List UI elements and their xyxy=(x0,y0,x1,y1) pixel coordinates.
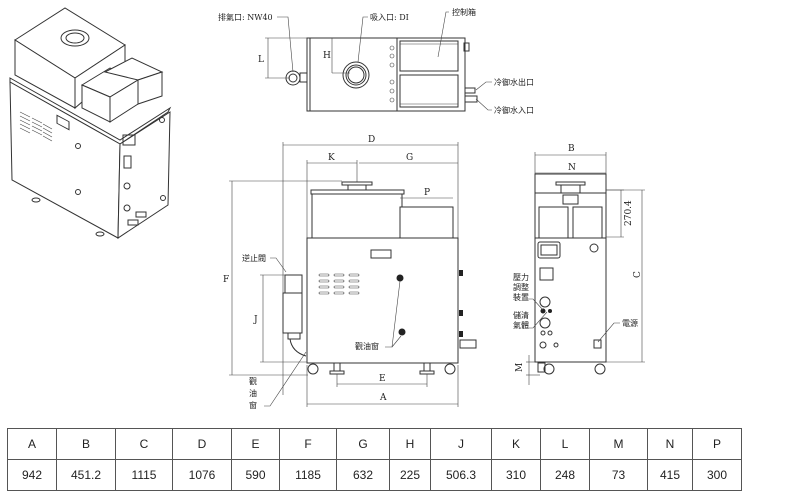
oil-window-label-side-2: 油 xyxy=(249,388,257,398)
power-label: 電源 xyxy=(622,319,638,328)
dimension-table: A B C D E F G H J K L M N P 942 451.2 11… xyxy=(7,428,742,491)
table-value-cell: 248 xyxy=(540,459,590,491)
table-header-cell: H xyxy=(389,428,431,460)
dim-label-270: 270.4 xyxy=(624,200,634,226)
purge-gas-label-2: 氣體 xyxy=(513,320,529,330)
table-value-cell: 1076 xyxy=(172,459,232,491)
dim-label-A: A xyxy=(379,393,387,403)
dim-label-P: P xyxy=(424,188,430,198)
table-header-cell: P xyxy=(692,428,742,460)
isometric-view xyxy=(9,7,172,239)
dim-label-M: M xyxy=(515,363,525,372)
table-header-cell: K xyxy=(491,428,541,460)
table-value-cell: 225 xyxy=(389,459,431,491)
table-header-cell: A xyxy=(7,428,57,460)
table-header-cell: B xyxy=(56,428,116,460)
dim-label-J: J xyxy=(253,315,258,325)
dim-label-B: B xyxy=(568,144,575,154)
exhaust-port-label: 排氣口: NW40 xyxy=(218,12,273,22)
table-value-cell: 1115 xyxy=(115,459,173,491)
pressure-adjust-label-1: 壓力 xyxy=(513,272,529,282)
control-box-label: 控制箱 xyxy=(452,7,476,17)
table-value-cell: 590 xyxy=(231,459,280,491)
table-value-cell: 73 xyxy=(589,459,648,491)
dim-label-C: C xyxy=(633,271,643,278)
check-valve-label: 逆止閥 xyxy=(242,253,266,263)
dim-label-L: L xyxy=(258,55,264,65)
table-value-row: 942 451.2 1115 1076 590 1185 632 225 506… xyxy=(7,459,742,491)
dim-label-F: F xyxy=(223,275,229,285)
dim-label-E: E xyxy=(379,374,386,384)
pressure-adjust-label-2: 調整 xyxy=(513,282,529,292)
table-value-cell: 506.3 xyxy=(430,459,492,491)
intake-port-label: 吸入口: DI xyxy=(370,13,409,22)
side-view: B N 270.4 C xyxy=(513,144,645,385)
purge-gas-label-1: 儲清 xyxy=(513,310,529,320)
table-header-cell: G xyxy=(336,428,390,460)
dim-label-D: D xyxy=(368,135,375,145)
table-header-cell: C xyxy=(115,428,173,460)
table-header-row: A B C D E F G H J K L M N P xyxy=(7,428,742,460)
dim-label-G: G xyxy=(406,153,413,163)
table-value-cell: 942 xyxy=(7,459,57,491)
table-header-cell: N xyxy=(647,428,693,460)
cooling-water-outlet-label: 冷御水出口 xyxy=(494,77,534,87)
front-view: D K G P F xyxy=(223,135,477,410)
table-header-cell: M xyxy=(589,428,648,460)
pressure-adjust-label-3: 裝置 xyxy=(513,292,529,302)
table-value-cell: 300 xyxy=(692,459,742,491)
table-header-cell: D xyxy=(172,428,232,460)
table-value-cell: 1185 xyxy=(279,459,337,491)
oil-window-label-side-1: 觀 xyxy=(249,376,257,386)
table-value-cell: 415 xyxy=(647,459,693,491)
table-value-cell: 451.2 xyxy=(56,459,116,491)
table-value-cell: 632 xyxy=(336,459,390,491)
table-header-cell: E xyxy=(231,428,280,460)
cooling-water-inlet-label: 冷御水入口 xyxy=(494,105,534,115)
dim-label-K: K xyxy=(328,153,335,163)
table-value-cell: 310 xyxy=(491,459,541,491)
table-header-cell: J xyxy=(430,428,492,460)
table-header-cell: F xyxy=(279,428,337,460)
oil-window-label-side-3: 窗 xyxy=(249,400,257,410)
dim-label-N: N xyxy=(568,163,576,173)
dim-label-H: H xyxy=(323,51,331,61)
top-view: L H 排氣口: NW40 吸入口: DI 控制箱 冷御水出口 冷御水入口 xyxy=(218,7,534,115)
table-header-cell: L xyxy=(540,428,590,460)
oil-window-label-front: 觀油窗 xyxy=(355,341,379,351)
